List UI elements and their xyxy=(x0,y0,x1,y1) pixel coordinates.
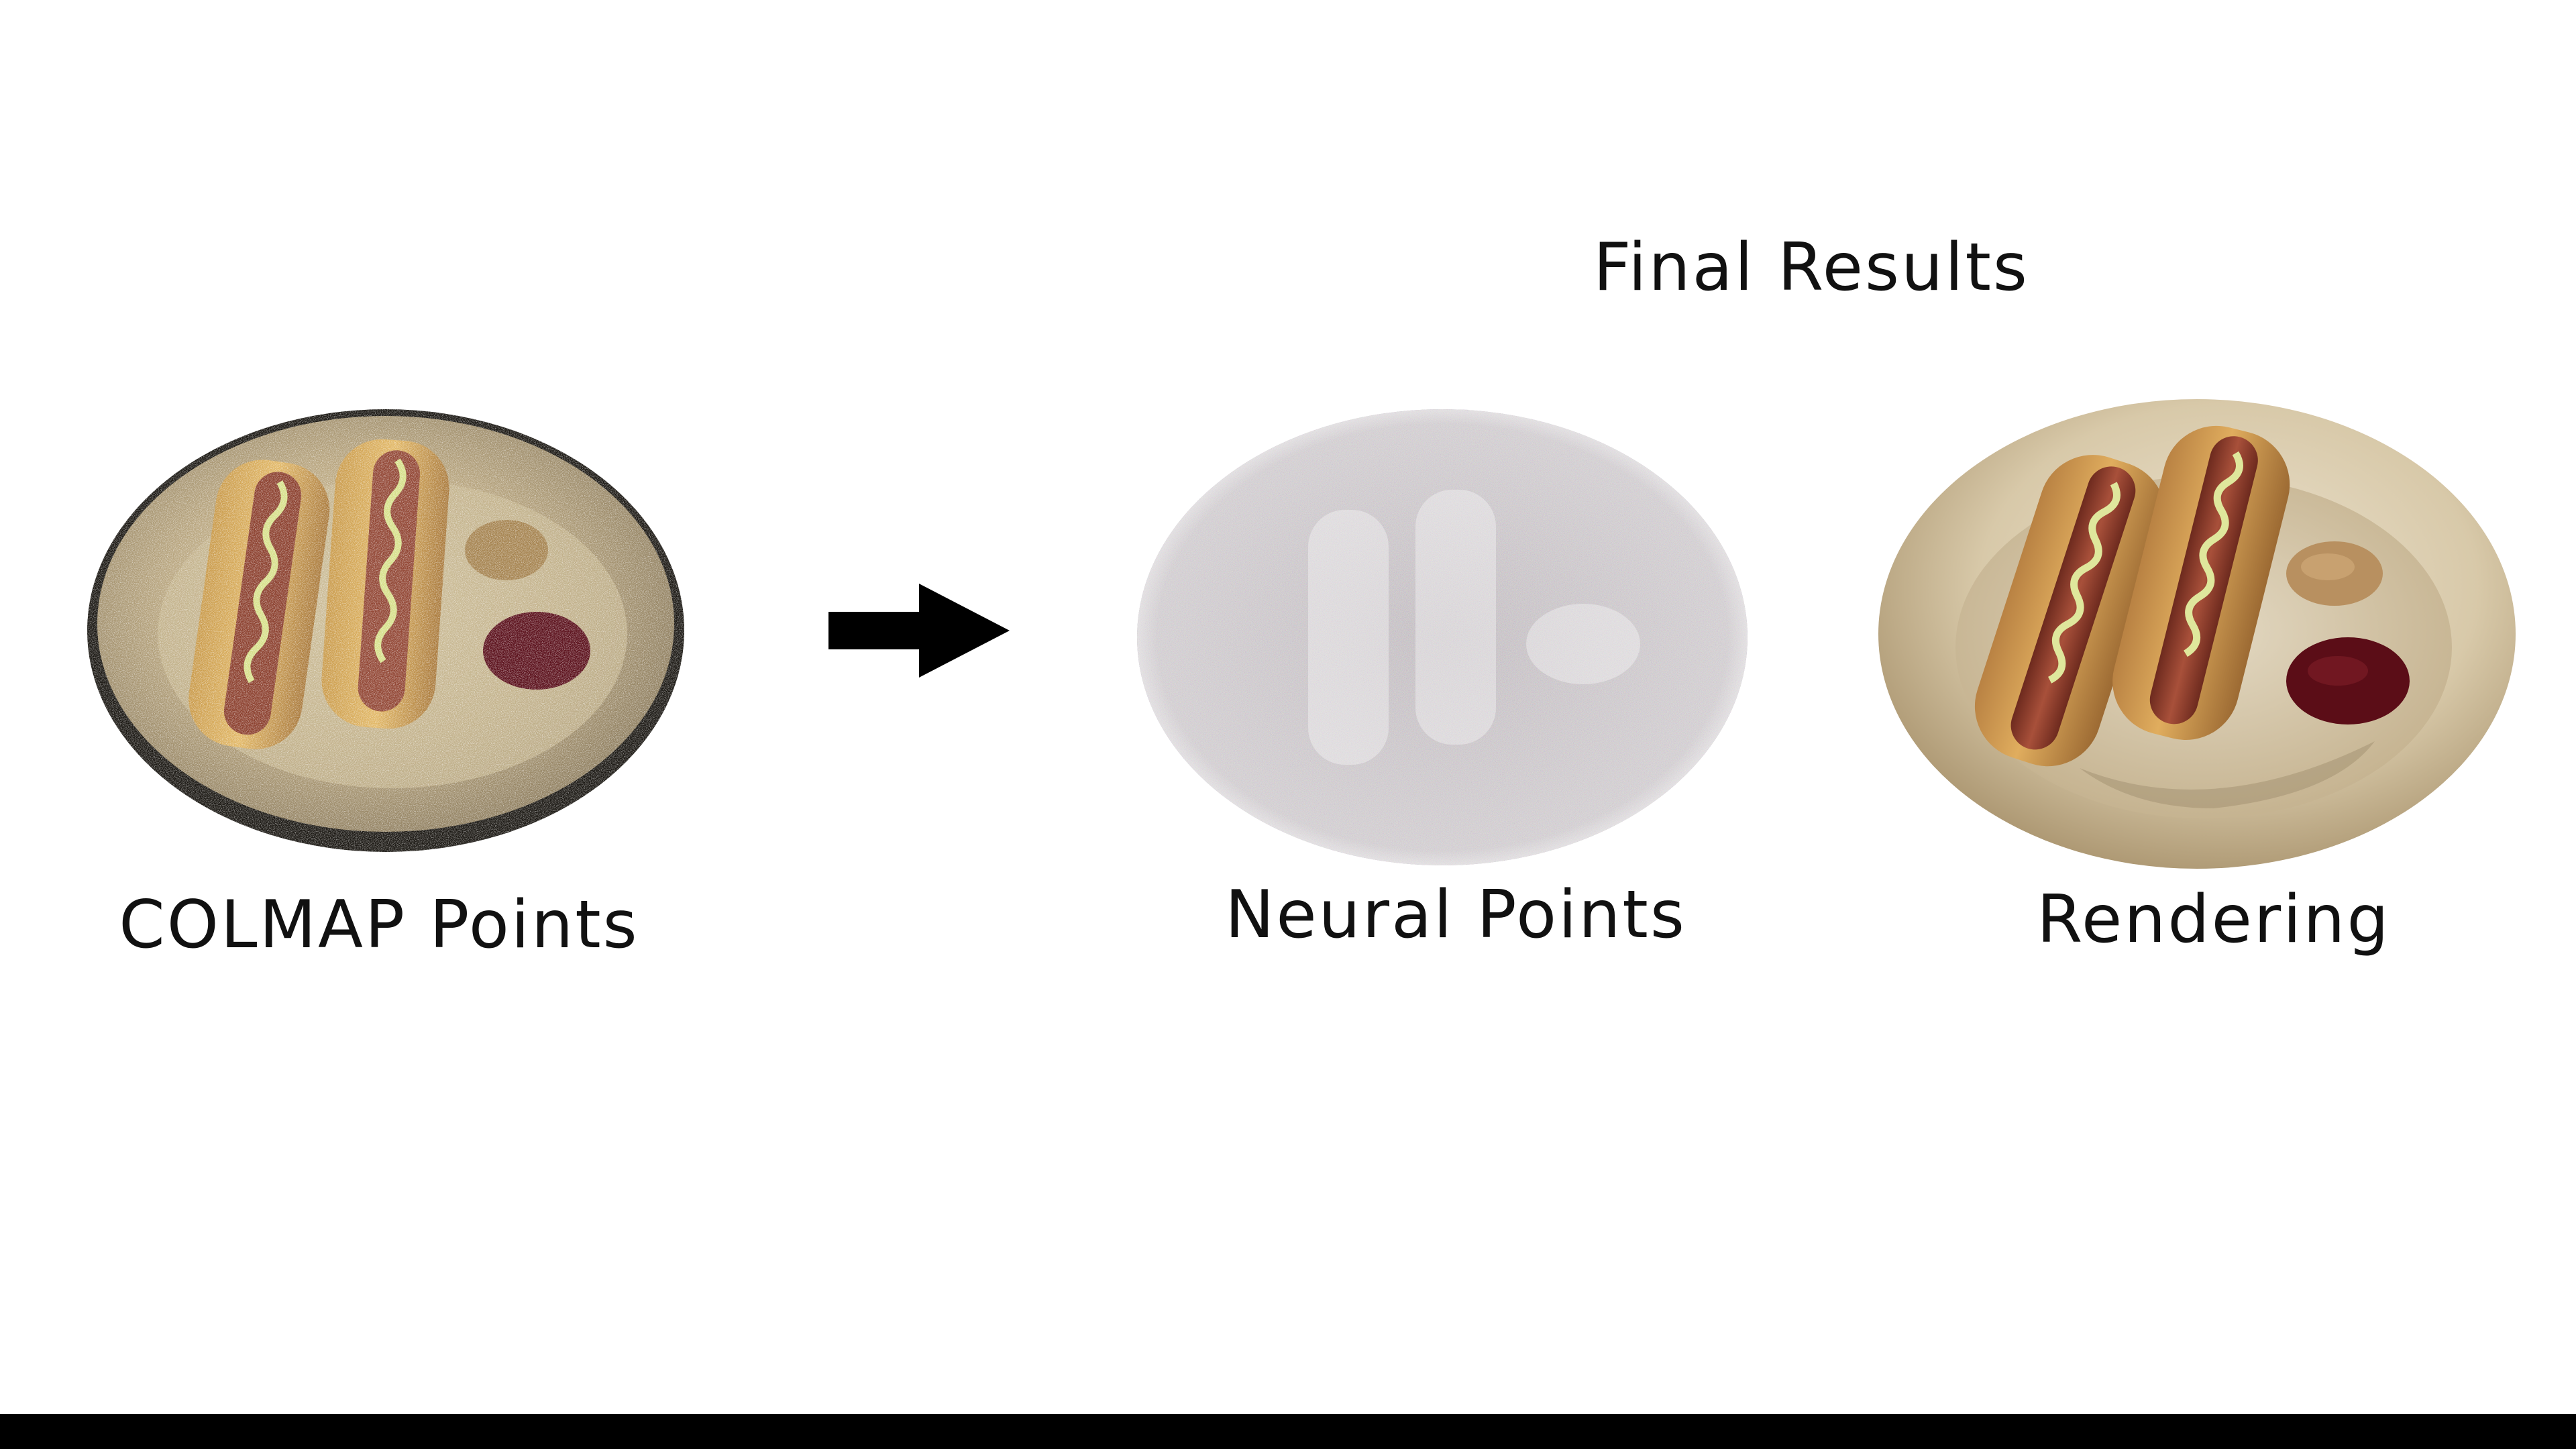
rendering-image xyxy=(1878,399,2516,869)
rendering-mustard-left xyxy=(2047,482,2121,684)
rendering-shadow xyxy=(2080,741,2375,808)
neural-points-label: Neural Points xyxy=(1225,877,1686,953)
colmap-point-noise xyxy=(91,406,681,842)
rendering-sausage-left xyxy=(2010,466,2136,750)
final-results-title: Final Results xyxy=(1593,229,2029,306)
bottom-bar xyxy=(0,1414,2576,1449)
colmap-points-label: COLMAP Points xyxy=(119,887,639,963)
rendering-label: Rendering xyxy=(2037,881,2391,958)
neural-points-image xyxy=(1137,409,1748,865)
colmap-points-image xyxy=(87,406,684,852)
rendering-mustard-right xyxy=(2183,451,2243,657)
rendering-sausage-right xyxy=(2149,436,2258,724)
right-arrow-icon xyxy=(828,584,1010,678)
